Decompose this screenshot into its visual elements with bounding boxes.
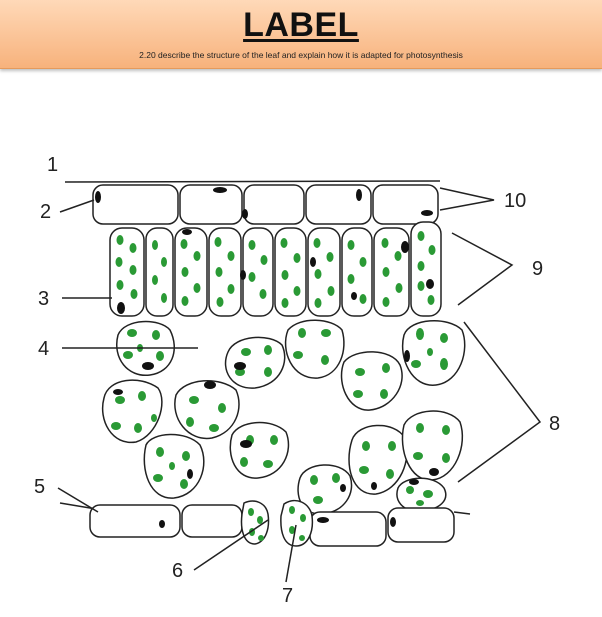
upper-epidermis xyxy=(64,180,441,225)
label-9: 9 xyxy=(532,258,543,280)
label-2: 2 xyxy=(40,201,51,223)
cuticle-line xyxy=(64,180,441,183)
epidermis-nuclei xyxy=(95,187,433,219)
spongy-mesophyll xyxy=(101,319,466,515)
label-7: 7 xyxy=(282,585,293,607)
label-8: 8 xyxy=(549,413,560,435)
title-banner: LABEL 2.20 describe the structure of the… xyxy=(0,0,602,69)
page-subtitle: 2.20 describe the structure of the leaf … xyxy=(139,50,463,60)
label-3: 3 xyxy=(38,288,49,310)
lower-epidermis xyxy=(59,502,471,547)
leader-lines xyxy=(57,187,542,583)
palisade-layer xyxy=(109,221,442,317)
label-5: 5 xyxy=(34,476,45,498)
label-4: 4 xyxy=(38,338,49,360)
label-1: 1 xyxy=(47,154,58,176)
guard-cells xyxy=(159,499,396,547)
label-10: 10 xyxy=(504,190,526,212)
page-title: LABEL xyxy=(243,6,359,44)
number-labels: 1 2 3 4 5 6 7 8 9 10 xyxy=(34,154,560,607)
label-6: 6 xyxy=(172,560,183,582)
